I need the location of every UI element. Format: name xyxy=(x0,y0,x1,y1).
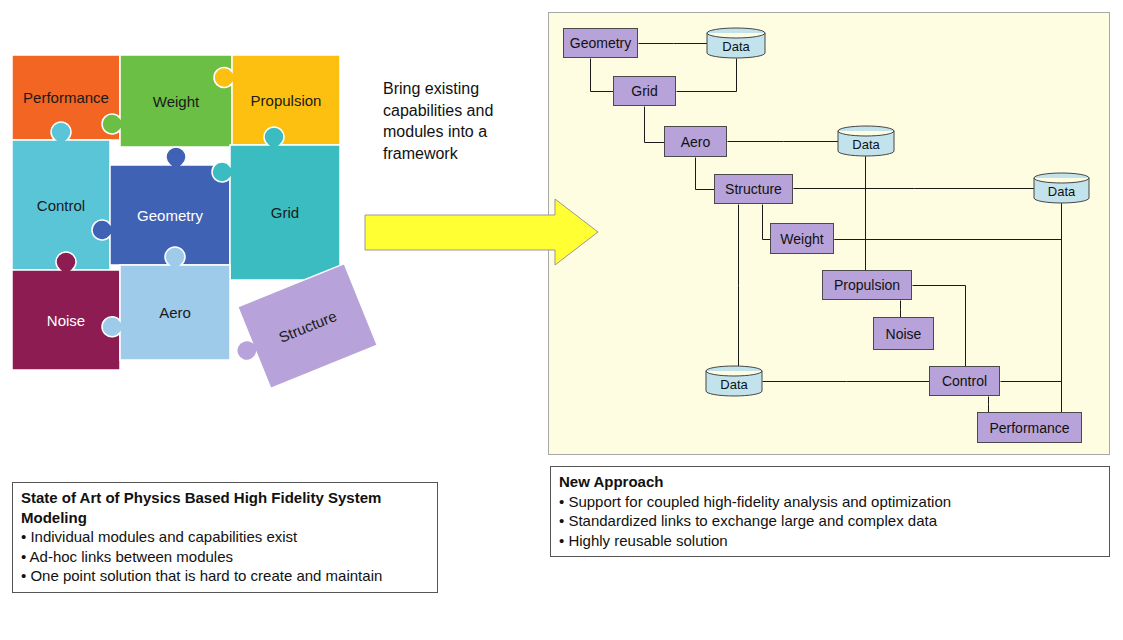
bus-connector xyxy=(645,107,665,143)
node-label: Grid xyxy=(271,204,299,221)
text-panel: State of Art of Physics Based High Fidel… xyxy=(12,482,438,593)
node-label: Aero xyxy=(159,304,191,321)
framework-panel xyxy=(549,13,1110,455)
node-label: Data xyxy=(1048,178,1075,199)
bullet-item: • Highly reusable solution xyxy=(559,531,1101,551)
puzzle-piece: Control xyxy=(12,140,110,270)
module-box: Geometry xyxy=(563,28,638,58)
module-box: Structure xyxy=(714,174,793,204)
piece-shape xyxy=(221,264,377,395)
text-panel: New Approach• Support for coupled high-f… xyxy=(550,466,1110,557)
puzzle-piece: Structure xyxy=(238,264,378,389)
arrow-caption: Bring existing capabilities and modules … xyxy=(383,78,533,164)
bullet-item: • Support for coupled high-fidelity anal… xyxy=(559,492,1101,512)
piece-shape xyxy=(212,127,340,280)
node-label: Grid xyxy=(631,83,657,99)
node-label: Structure xyxy=(725,181,782,197)
node-label: Data xyxy=(852,131,879,152)
cylinder-shape xyxy=(838,126,894,156)
piece-shape xyxy=(102,247,230,360)
node-label: Control xyxy=(37,197,85,214)
cylinder-shape xyxy=(707,28,765,58)
bus-connector xyxy=(728,141,839,142)
bus-connector xyxy=(835,204,1062,240)
bus-connector xyxy=(591,59,614,92)
bus-connector xyxy=(900,301,901,318)
bullet-item: • Ad-hoc links between modules xyxy=(21,547,429,567)
bus-connector xyxy=(835,157,866,240)
puzzle-piece: Propulsion xyxy=(232,55,340,145)
module-box: Aero xyxy=(664,126,727,157)
piece-shape xyxy=(102,55,232,147)
bus-connector xyxy=(639,43,708,44)
piece-shape xyxy=(12,122,110,270)
data-store: Data xyxy=(706,366,762,396)
bus-connector xyxy=(738,205,739,367)
piece-shape xyxy=(12,252,120,370)
node-label: Geometry xyxy=(570,35,631,51)
node-label: Propulsion xyxy=(834,277,900,293)
bus-connector xyxy=(988,397,989,413)
node-label: Performance xyxy=(989,420,1069,436)
puzzle-piece: Aero xyxy=(120,265,230,360)
node-label: Propulsion xyxy=(251,92,322,109)
node-label: Noise xyxy=(47,312,85,329)
bus-connector xyxy=(794,188,1035,189)
puzzle-piece: Grid xyxy=(230,145,340,280)
data-store: Data xyxy=(1034,173,1089,203)
data-store: Data xyxy=(838,126,894,156)
bullet-item: • Individual modules and capabilities ex… xyxy=(21,527,429,547)
bus-connector xyxy=(1061,204,1062,413)
node-label: Performance xyxy=(23,89,109,106)
bus-connector xyxy=(696,158,715,190)
node-label: Control xyxy=(942,373,987,389)
piece-shape xyxy=(92,147,230,265)
bus-connector xyxy=(763,381,930,382)
node-label: Geometry xyxy=(137,207,203,224)
node-label: Data xyxy=(720,371,747,392)
node-label: Aero xyxy=(681,134,711,150)
node-label: Noise xyxy=(886,326,922,342)
cylinder-shape xyxy=(706,366,762,396)
module-box: Noise xyxy=(873,317,934,350)
node-label: Data xyxy=(722,33,749,54)
bullet-item: • Standardized links to exchange large a… xyxy=(559,511,1101,531)
module-box: Grid xyxy=(613,76,676,106)
bus-connector xyxy=(865,157,866,271)
module-box: Control xyxy=(929,366,1000,396)
puzzle-piece: Weight xyxy=(120,55,232,147)
module-box: Performance xyxy=(977,412,1082,443)
node-label: Weight xyxy=(780,231,823,247)
cylinder-shape xyxy=(1034,173,1089,203)
panel-heading: New Approach xyxy=(559,472,1101,492)
module-box: Propulsion xyxy=(822,270,912,300)
bullet-item: • One point solution that is hard to cre… xyxy=(21,566,429,586)
bus-connector xyxy=(1001,204,1062,382)
panel-heading: State of Art of Physics Based High Fidel… xyxy=(21,488,429,527)
data-store: Data xyxy=(707,28,765,58)
transition-arrow xyxy=(365,199,598,265)
module-box: Weight xyxy=(770,223,834,254)
bus-connector xyxy=(677,59,737,92)
node-label: Weight xyxy=(153,93,199,110)
